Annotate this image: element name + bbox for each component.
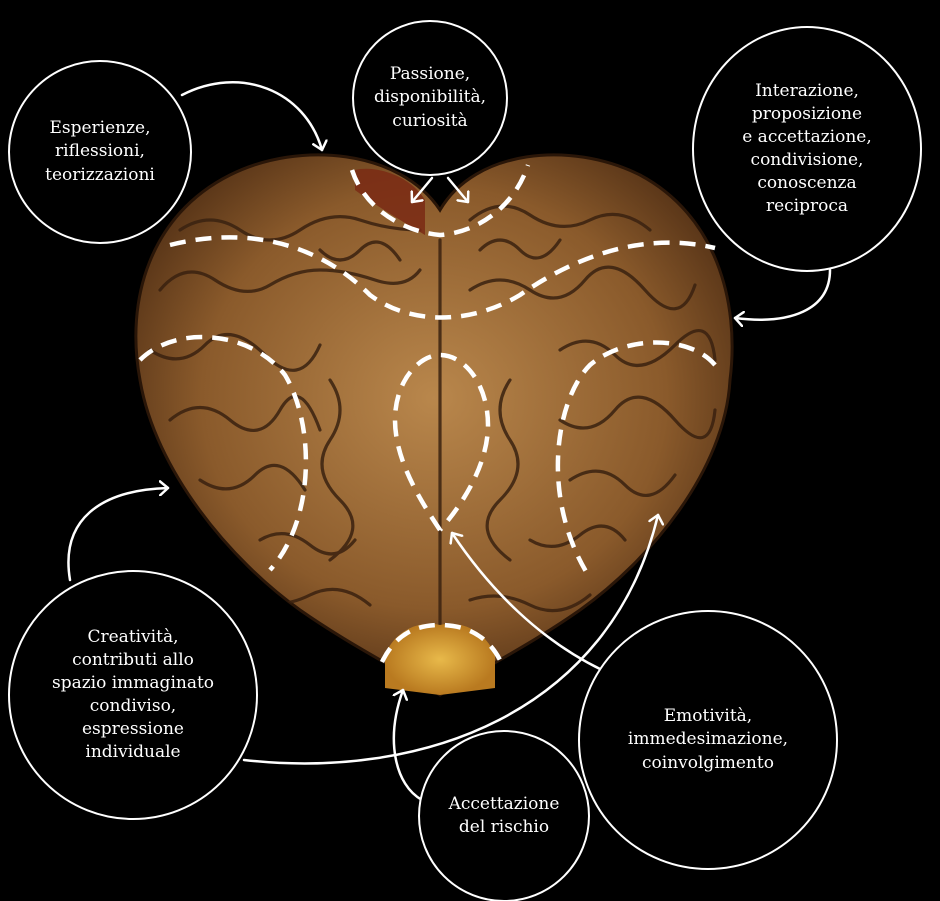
- bubble-creativita: Creatività, contributi allo spazio immag…: [8, 570, 258, 820]
- arrow-esperienze: [182, 82, 322, 150]
- bubble-esperienze: Esperienze, riflessioni, teorizzazioni: [8, 60, 192, 244]
- bubble-passione: Passione, disponibilità, curiosità: [352, 20, 508, 176]
- arrow-creativita: [68, 488, 168, 580]
- bubble-interazione: Interazione, proposizione e accettazione…: [692, 26, 922, 272]
- bubble-rischio: Accettazione del rischio: [418, 730, 590, 901]
- arrow-rischio: [394, 690, 422, 800]
- arrow-interazione: [735, 270, 830, 320]
- bubble-emotivita: Emotività, immedesimazione, coinvolgimen…: [578, 610, 838, 870]
